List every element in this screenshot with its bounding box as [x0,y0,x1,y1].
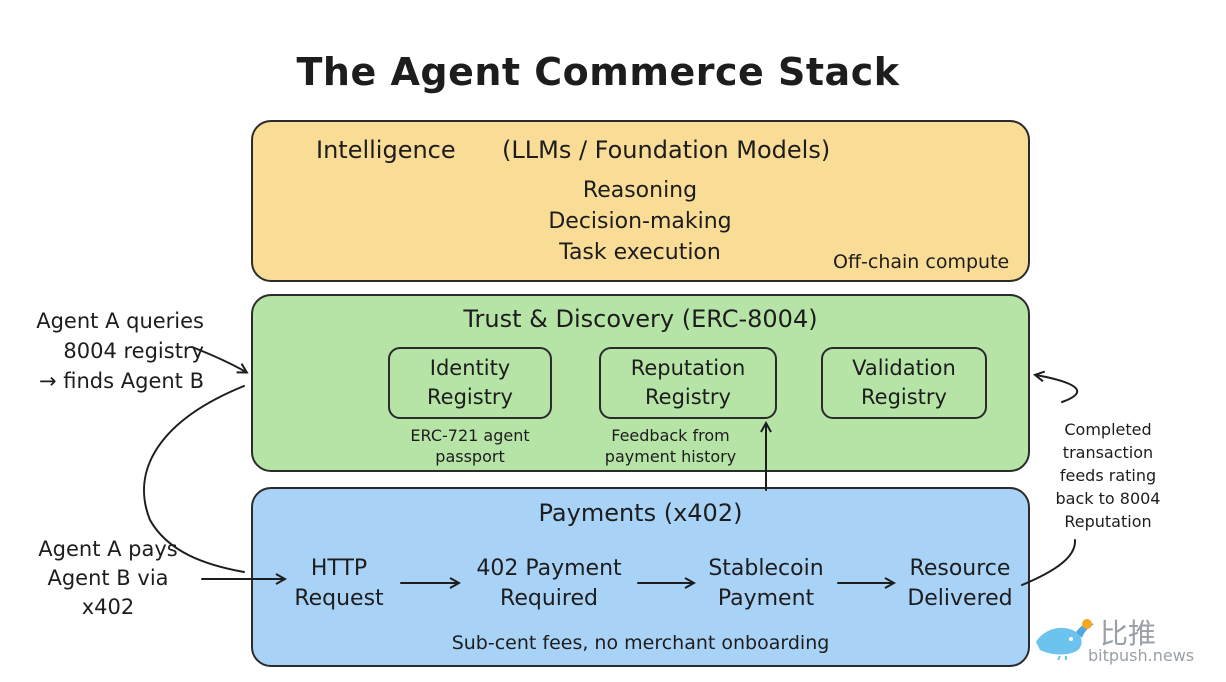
identity-registry-caption: ERC-721 agent passport [410,426,530,466]
bird-logo-icon [1036,619,1094,660]
flow-resource-delivered: Resource Delivered [907,556,1013,611]
annotation-agent-pays: Agent A pays Agent B via x402 [38,537,178,619]
payments-note: Sub-cent fees, no merchant onboarding [451,632,830,654]
intelligence-heading: Intelligence [316,136,456,164]
intelligence-subheading: (LLMs / Foundation Models) [502,136,831,164]
annotation-agent-query: Agent A queries 8004 registry → finds Ag… [36,309,204,393]
completed-feedback-arrow [1021,375,1079,586]
watermark-brand: 比推 [1100,617,1157,650]
capability-task-execution: Task execution [559,240,721,265]
payments-heading: Payments (x402) [538,499,743,527]
diagram-title: The Agent Commerce Stack [296,50,900,94]
validation-registry: Validation Registry [821,347,987,419]
query-arrow [191,346,246,372]
reputation-registry-caption: Feedback from payment history [604,426,737,466]
intelligence-layer [251,120,1030,282]
watermark-site: bitpush.news [1088,646,1195,665]
flow-402-payment-required: 402 Payment Required [476,556,622,611]
payments-layer [251,487,1030,667]
agent-flow-curve [143,385,245,573]
reputation-registry: Reputation Registry [599,347,777,419]
off-chain-note: Off-chain compute [833,251,1010,273]
identity-registry: Identity Registry [388,347,552,419]
trust-heading: Trust & Discovery (ERC-8004) [463,305,818,333]
annotation-feedback: Completed transaction feeds rating back … [1055,420,1161,531]
capability-decision-making: Decision-making [548,209,732,234]
flow-stablecoin-payment: Stablecoin Payment [708,556,824,611]
flow-http-request: HTTP Request [294,556,384,611]
capability-reasoning: Reasoning [582,178,698,203]
